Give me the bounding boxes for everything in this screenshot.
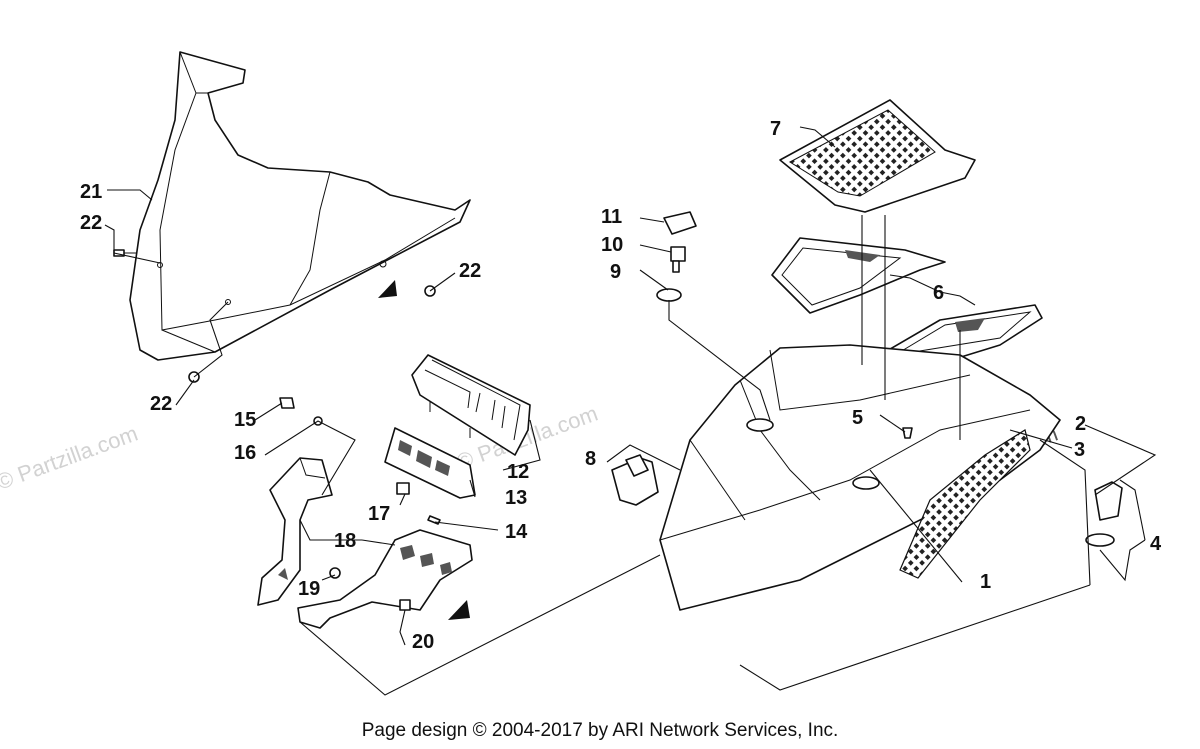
bracket-part-18 — [257, 457, 473, 629]
callout-7: 7 — [770, 118, 781, 140]
callout-4: 4 — [1150, 533, 1162, 555]
hood-part-1 — [659, 344, 1061, 611]
callout-15: 15 — [234, 409, 256, 431]
callout-14: 14 — [505, 521, 528, 543]
ignition-bezel-part-9 — [656, 288, 682, 302]
callout-3: 3 — [1074, 439, 1085, 461]
ignition-cap-part-11 — [663, 211, 697, 235]
arrow-marker-1 — [378, 280, 397, 298]
callout-8: 8 — [585, 448, 596, 470]
arrow-marker-2 — [448, 600, 470, 620]
storage-tray-part-7 — [779, 99, 976, 213]
callout-6: 6 — [933, 282, 944, 304]
leader-lines — [104, 126, 1157, 696]
gauge-bracket-part-13 — [384, 427, 476, 499]
bolt-part-17 — [396, 482, 410, 495]
nut-part-20 — [399, 599, 411, 611]
watermark-left: © Partzilla.com — [0, 421, 141, 495]
nut-part-15 — [279, 397, 295, 409]
callout-5: 5 — [852, 407, 863, 429]
callout-21: 21 — [80, 181, 102, 203]
plug-part-4 — [1085, 481, 1123, 547]
callout-1: 1 — [980, 571, 991, 593]
callout-22-bottom: 22 — [150, 393, 172, 415]
switch-part-8 — [611, 454, 659, 506]
ignition-key-part-10 — [670, 246, 686, 273]
callout-22-right: 22 — [459, 260, 481, 282]
callout-18: 18 — [334, 530, 356, 552]
callout-17: 17 — [368, 503, 390, 525]
windshield-part-21 — [129, 51, 471, 361]
callout-19: 19 — [298, 578, 320, 600]
trim-panel-part-6-upper — [771, 237, 946, 314]
callout-22-left: 22 — [80, 212, 102, 234]
gauge-part-12 — [411, 354, 531, 456]
callout-9: 9 — [610, 261, 621, 283]
callout-11: 11 — [601, 206, 622, 228]
callout-2: 2 — [1075, 413, 1086, 435]
copyright-footer: Page design © 2004-2017 by ARI Network S… — [361, 720, 839, 741]
screw-part-5 — [902, 427, 913, 439]
callout-20: 20 — [412, 631, 434, 653]
callout-13: 13 — [505, 487, 527, 509]
callout-labels: 1 2 3 4 5 6 7 8 9 10 11 12 13 14 15 16 1… — [80, 118, 1162, 653]
callout-10: 10 — [601, 234, 623, 256]
callout-16: 16 — [234, 442, 256, 464]
callout-12: 12 — [507, 461, 529, 483]
